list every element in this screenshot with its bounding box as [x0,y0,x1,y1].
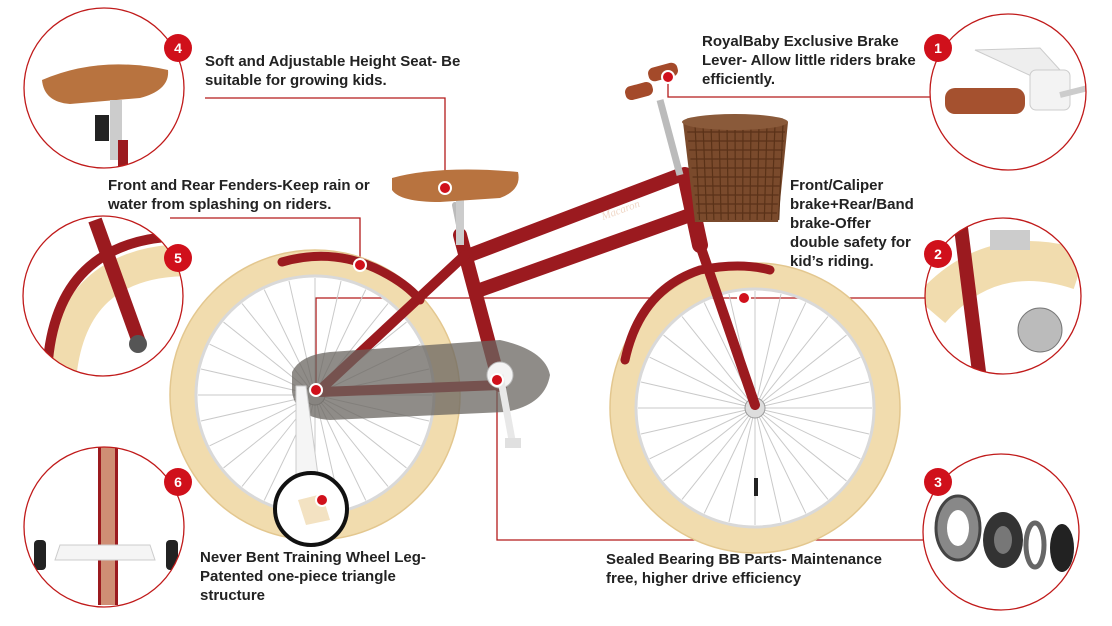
callout-bearings: Sealed Bearing BB Parts- Maintenance fre… [606,551,882,587]
svg-text:2: 2 [934,246,942,262]
badge-2: 2 [924,240,952,268]
front-fender [620,261,775,365]
front-wheel [609,262,901,554]
detail-circle-brakes [924,217,1082,375]
rear-fender [277,251,425,305]
leader-lines [170,77,930,541]
detail-circle-training-wheel [23,446,185,608]
detail-circle-fender [22,215,184,377]
basket [682,114,788,222]
callout-brake-lever: RoyalBaby Exclusive Brake Lever- Allow l… [702,33,916,88]
detail-circle-brake-lever [929,13,1087,171]
detail-circle-seat [23,7,185,169]
svg-text:1: 1 [934,40,942,56]
svg-text:4: 4 [174,40,182,56]
callout-training-wheel: Never Bent Training Wheel Leg-Patented o… [200,549,426,604]
svg-text:6: 6 [174,474,182,490]
seat [392,169,519,245]
svg-text:5: 5 [174,250,182,266]
badge-4: 4 [164,34,192,62]
callout-seat: Soft and Adjustable Height Seat- Be suit… [205,53,461,89]
badge-5: 5 [164,244,192,272]
badge-1: 1 [924,34,952,62]
chain-guard [292,340,550,420]
badge-3: 3 [924,468,952,496]
svg-text:3: 3 [934,474,942,490]
badge-6: 6 [164,468,192,496]
callout-brakes: Front/Caliper brake+Rear/Band brake-Offe… [790,177,914,270]
bike: Macaron [169,62,901,554]
hotspot-markers [309,70,751,507]
callout-fenders: Front and Rear Fenders-Keep rain or wate… [108,177,370,213]
